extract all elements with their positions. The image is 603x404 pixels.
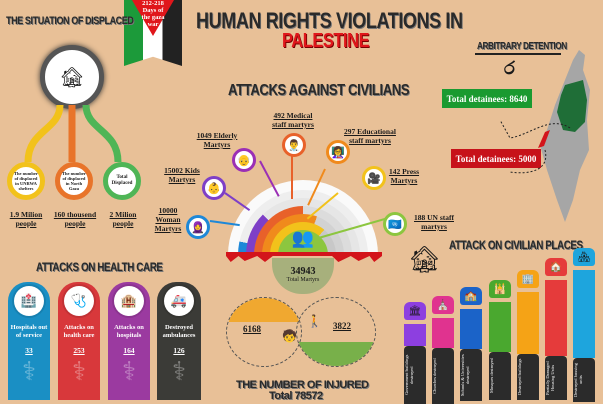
health-card-value: 164 xyxy=(123,346,135,355)
flag-banner-text: 212-218 Days of the gaza war xyxy=(141,0,165,28)
housing-icon: 🏘 xyxy=(573,248,595,266)
health-card-hospitals-out: 🏥 Hospitals out of service 33 ⚕ xyxy=(8,282,50,400)
displaced-north-circle: The number of displaced in North Gaza xyxy=(55,162,93,200)
medical-staff-icon: 👨‍⚕ xyxy=(282,133,306,157)
health-card-value: 253 xyxy=(73,346,85,355)
health-card-value: 126 xyxy=(173,346,185,355)
bar-label: Partially Damaged Housing Units xyxy=(545,356,567,400)
health-card-attacks-hospitals: 🏨 Attacks on hospitals 164 ⚕ xyxy=(108,282,150,400)
government-icon: 🏛 xyxy=(404,302,426,320)
church-icon: ⛪ xyxy=(432,296,454,314)
health-card-label: Attacks on health care xyxy=(63,324,95,339)
bar-label: Destroyed housing units xyxy=(573,358,595,402)
mosque-icon: 🕌 xyxy=(489,280,511,298)
un-icon: 🇺🇳 xyxy=(383,212,407,236)
displaced-total-circle: Total Displaced xyxy=(103,162,141,200)
health-card-ambulances: 🚑 Destroyed ambulances 126 ⚕ xyxy=(157,282,201,400)
injured-total: Total 78572 xyxy=(269,390,323,402)
woman-martyrs-label: 10000 Woman Martyrs xyxy=(154,206,182,233)
school-icon: 🏫 xyxy=(460,287,482,305)
bar-mosques: 🕌 Mosques destroyed xyxy=(489,280,511,400)
displaced-item: The number of displaced in UNRWA shelter… xyxy=(5,162,47,200)
elderly-icon: 👴 xyxy=(232,148,256,172)
injured-right-circle xyxy=(296,297,376,367)
page-title: HUMAN RIGHTS VIOLATIONS IN xyxy=(196,8,463,33)
injured-child-icon: 🧒 xyxy=(282,329,297,343)
displaced-title: THE SITUATION OF DISPLACED xyxy=(6,15,134,27)
un-martyrs-label: 188 UN staff martyrs xyxy=(414,213,454,231)
total-martyrs-value: 34943 xyxy=(290,266,316,277)
displaced-item: The number of displaced in North Gaza xyxy=(53,162,95,200)
spoke xyxy=(291,151,293,199)
bar-housing: 🏘 Destroyed housing units xyxy=(573,248,595,402)
hospital-building-icon: 🏨 xyxy=(114,286,144,316)
health-card-attacks-care: 🩺 Attacks on health care 253 ⚕ xyxy=(58,282,100,400)
teacher-icon: 👩‍🏫 xyxy=(326,140,350,164)
ruined-building-icon: 🏢 xyxy=(517,270,539,288)
elderly-martyrs-label: 1049 Elderly Martyrs xyxy=(196,131,238,149)
health-card-value: 33 xyxy=(25,346,33,355)
bar-label: Destroyed buildings xyxy=(517,354,539,400)
medical-martyrs-label: 492 Medical staff martyrs xyxy=(272,111,314,129)
displaced-connectors xyxy=(24,104,122,163)
hospital-icon: 🏥 xyxy=(14,286,44,316)
caduceus-icon: ⚕ xyxy=(171,357,187,386)
displaced-item: Total Displaced xyxy=(101,162,143,200)
bar-buildings: 🏢 Destroyed buildings xyxy=(517,270,539,400)
bar-churches: ⛪ Churches destroyed xyxy=(432,296,454,404)
displaced-north-value: 160 thousend people xyxy=(53,210,97,228)
caduceus-icon: ⚕ xyxy=(121,357,137,386)
bar-partial-housing: 🏠 Partially Damaged Housing Units xyxy=(545,258,567,400)
health-card-label: Attacks on hospitals xyxy=(114,324,144,339)
bar-label: Government buildings destroyed xyxy=(404,346,426,404)
gaza-detainees: Total detainees: 5000 xyxy=(451,149,541,168)
health-care-icon: 🩺 xyxy=(64,286,94,316)
crowd-icon: 👥 xyxy=(291,228,315,248)
health-card-label: Hospitals out of service xyxy=(10,324,48,339)
detention-title: ARBITRARY DETENTION xyxy=(477,41,567,52)
woman-icon: 🧕 xyxy=(186,215,210,239)
west-bank-detainees: Total detainees: 8640 xyxy=(442,89,532,108)
displaced-shelter-value: 1.9 Milion people xyxy=(9,210,43,228)
palestine-map xyxy=(538,50,590,222)
civilian-places-title: ATTACK ON CIVILIAN PLACES xyxy=(449,238,583,252)
collapse-building-icon: 🏚 xyxy=(408,245,442,274)
health-card-label: Destroyed ambulances xyxy=(162,324,196,339)
total-martyrs-badge: 34943 Total Martyrs xyxy=(272,258,334,294)
caduceus-icon: ⚕ xyxy=(21,357,37,386)
caduceus-icon: ⚕ xyxy=(71,357,87,386)
kids-martyrs-label: 15002 Kids Martyrs xyxy=(164,166,200,184)
displaced-shelter-circle: The number of displaced in UNRWA shelter… xyxy=(7,162,45,200)
damaged-house-icon: 🏠 xyxy=(545,258,567,276)
displaced-total-value: 2 Milion people xyxy=(109,210,137,228)
ambulance-icon: 🚑 xyxy=(164,286,194,316)
injured-woman-icon: 🚶 xyxy=(307,314,322,328)
child-icon: 👶 xyxy=(202,176,226,200)
bar-label: Mosques destroyed xyxy=(489,352,511,400)
detention-arrows xyxy=(499,119,571,174)
page-title-country: PALESTINE xyxy=(282,30,370,52)
civilians-title: ATTACKS AGAINST CIVILIANS xyxy=(228,82,410,99)
total-martyrs-label: Total Martyrs xyxy=(286,277,320,283)
press-icon: 🎥 xyxy=(362,166,386,190)
bar-label: Schools & Universities destroyed xyxy=(460,349,482,401)
handcuffs-icon: ර xyxy=(504,58,515,78)
martyrs-arc xyxy=(228,180,378,255)
bar-label: Churches destroyed xyxy=(432,348,454,404)
displaced-family-icon: 🏚 xyxy=(40,45,104,109)
detention-underline xyxy=(475,53,561,55)
bar-schools: 🏫 Schools & Universities destroyed xyxy=(460,287,482,401)
educational-martyrs-label: 297 Educational staff martyrs xyxy=(344,127,396,145)
bar-government: 🏛 Government buildings destroyed xyxy=(404,302,426,404)
injured-right-value: 3822 xyxy=(333,321,351,331)
injured-left-value: 6168 xyxy=(243,324,261,334)
health-title: ATTACKS ON HEALTH CARE xyxy=(36,260,163,274)
press-martyrs-label: 142 Press Martyrs xyxy=(388,167,420,185)
flag-banner: 212-218 Days of the gaza war xyxy=(124,0,182,66)
injured-title: THE NUMBER OF INJURED xyxy=(236,379,369,391)
